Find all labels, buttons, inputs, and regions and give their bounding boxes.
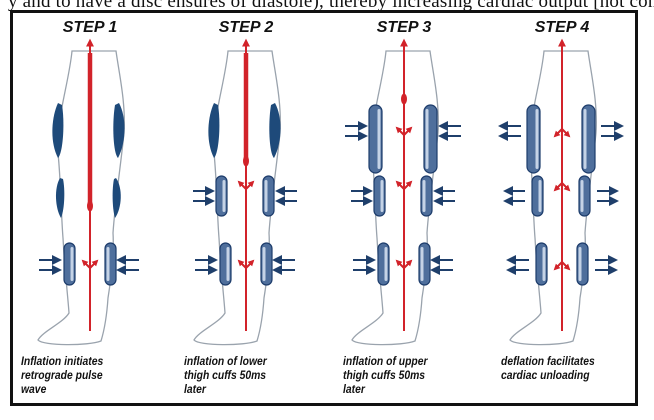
pulse-wave-node [87, 201, 93, 212]
leg-diagram [13, 13, 635, 403]
cuff-highlight [263, 247, 266, 281]
step-3-caption: inflation of upper thigh cuffs 50ms late… [343, 355, 478, 397]
cuff-highlight [265, 180, 268, 212]
step-1-caption-line-2: retrograde pulse [21, 369, 156, 383]
pulse-wave-node [243, 156, 249, 167]
step-4-caption: deflation facilitates cardiac unloading [501, 355, 636, 383]
step-2-caption-line-3: later [184, 383, 319, 397]
cuff-highlight [385, 247, 388, 281]
step-2-caption: inflation of lower thigh cuffs 50ms late… [184, 355, 319, 397]
step-1-leg [38, 41, 139, 345]
cuff-highlight [71, 247, 74, 281]
cuff-highlight [543, 247, 546, 281]
step-4-caption-line-1: deflation facilitates [501, 355, 636, 369]
cuff-highlight [426, 109, 429, 169]
cuff-highlight [421, 247, 424, 281]
cuff-highlight [581, 180, 584, 212]
lower-thigh-cuff [113, 178, 121, 218]
cuff-highlight [539, 180, 542, 212]
cuff-highlight [107, 247, 110, 281]
step-2-caption-line-1: inflation of lower [184, 355, 319, 369]
step-3-caption-line-2: thigh cuffs 50ms [343, 369, 478, 383]
step-4-title: STEP 4 [512, 19, 612, 37]
cuff-highlight [536, 109, 539, 169]
cuff-highlight [378, 109, 381, 169]
diagram-frame: STEP 1 STEP 2 STEP 3 STEP 4 Inflation in… [10, 10, 638, 406]
step-1-caption: Inflation initiates retrograde pulse wav… [21, 355, 156, 397]
step-2-title: STEP 2 [196, 19, 296, 37]
step-3-leg [345, 41, 461, 345]
cuff-highlight [223, 180, 226, 212]
leg-outline [38, 51, 124, 345]
step-1-caption-line-3: wave [21, 383, 156, 397]
step-1-title: STEP 1 [40, 19, 140, 37]
step-4-caption-line-2: cardiac unloading [501, 369, 636, 383]
cuff-highlight [423, 180, 426, 212]
step-3-caption-line-1: inflation of upper [343, 355, 478, 369]
cuff-highlight [227, 247, 230, 281]
cuff-highlight [381, 180, 384, 212]
pulse-wave-node [401, 94, 407, 105]
cuff-highlight [579, 247, 582, 281]
step-3-caption-line-3: later [343, 383, 478, 397]
step-1-caption-line-1: Inflation initiates [21, 355, 156, 369]
step-2-leg [193, 41, 297, 345]
step-2-caption-line-2: thigh cuffs 50ms [184, 369, 319, 383]
cuff-highlight [584, 109, 587, 169]
step-3-title: STEP 3 [354, 19, 454, 37]
step-4-leg [501, 41, 621, 345]
